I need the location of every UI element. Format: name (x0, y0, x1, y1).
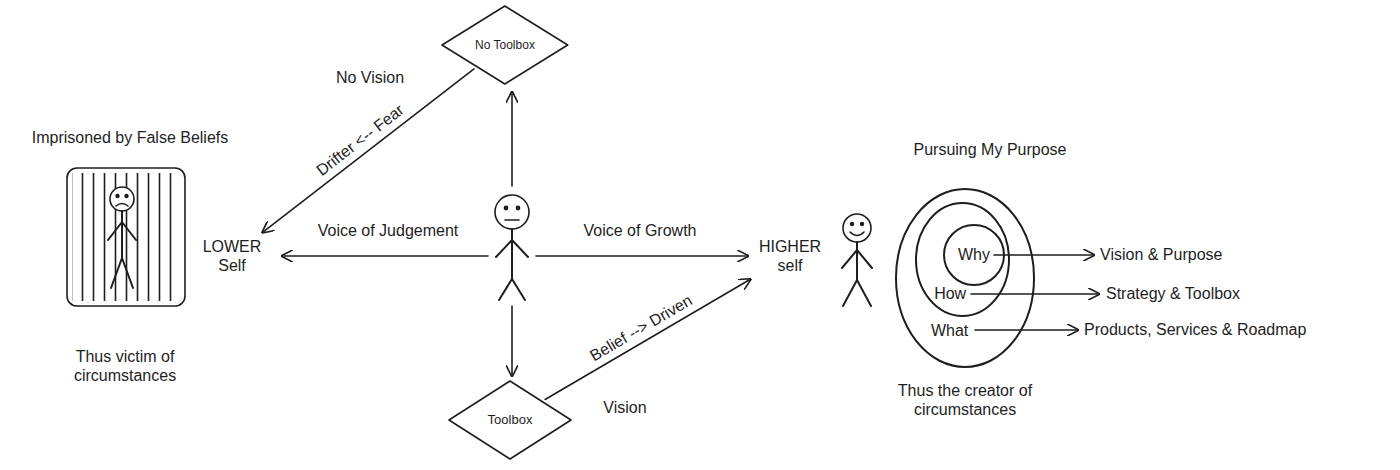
figure-eye (125, 195, 128, 198)
neutral-mouth (505, 219, 519, 221)
higher-figure (842, 242, 872, 306)
text-label: No Vision (336, 68, 404, 87)
circle-core: Why (943, 224, 1005, 286)
decision-diamond: Toolbox (448, 380, 572, 460)
edge-label: Belief --> Driven (585, 290, 698, 367)
figure-eye (504, 206, 507, 209)
node-text: What (931, 321, 968, 340)
text-label: Imprisoned by False Beliefs (32, 128, 229, 147)
circle-ring: What How Why (895, 188, 1035, 368)
center-figure (496, 229, 528, 300)
text-label: Thus victim of circumstances (45, 347, 205, 385)
connector-arrow (545, 279, 750, 399)
judgement-arrow (282, 255, 488, 257)
sad-mouth (116, 204, 128, 207)
text-label: Vision & Purpose (1100, 245, 1222, 264)
diamond-shape (449, 381, 571, 459)
figure-head (843, 214, 871, 242)
jail-frame (67, 168, 185, 306)
ellipse-shape (916, 203, 1009, 316)
decision-diamond: No Toolbox (441, 5, 569, 85)
node-text: HIGHER self (754, 237, 826, 275)
arrow (511, 92, 513, 186)
text-label: Vision (603, 398, 646, 417)
text-label: Voice of Growth (584, 221, 697, 240)
leader-arrow (971, 293, 1099, 295)
node-text: LOWER Self (196, 237, 268, 275)
figure-eye (851, 223, 854, 226)
circle-ring: How Why (915, 202, 1010, 317)
ellipse-shape (944, 225, 1004, 285)
arrow (511, 306, 513, 376)
figure-eye (861, 223, 864, 226)
node-text: Why (958, 245, 990, 264)
ellipse-shape (896, 189, 1034, 367)
jail-bars (72, 173, 180, 301)
ellipse-outline (895, 188, 1035, 368)
smile-mouth (850, 232, 864, 236)
text-label: Voice of Judgement (318, 221, 459, 240)
figure-head (495, 195, 529, 229)
text-label: Strategy & Toolbox (1106, 284, 1240, 303)
prisoner-figure (108, 211, 136, 288)
node-text: Toolbox (488, 412, 533, 428)
text-label: Pursuing My Purpose (914, 140, 1067, 159)
edge-label: Drifter <-- Fear (311, 99, 409, 181)
figure-eye (116, 195, 119, 198)
growth-arrow (536, 255, 748, 257)
leader-arrow (975, 329, 1078, 331)
self-label: LOWER Self (192, 235, 272, 277)
diamond-shape (442, 6, 568, 84)
self-label: HIGHER self (750, 235, 830, 277)
text-label: Products, Services & Roadmap (1084, 320, 1306, 339)
connector-arrow (263, 69, 474, 232)
node-text: How (934, 284, 966, 303)
figure-eye (516, 206, 519, 209)
text-label: Thus the creator of circumstances (878, 381, 1053, 419)
node-text: No Toolbox (475, 38, 535, 52)
figure-head (110, 187, 134, 211)
